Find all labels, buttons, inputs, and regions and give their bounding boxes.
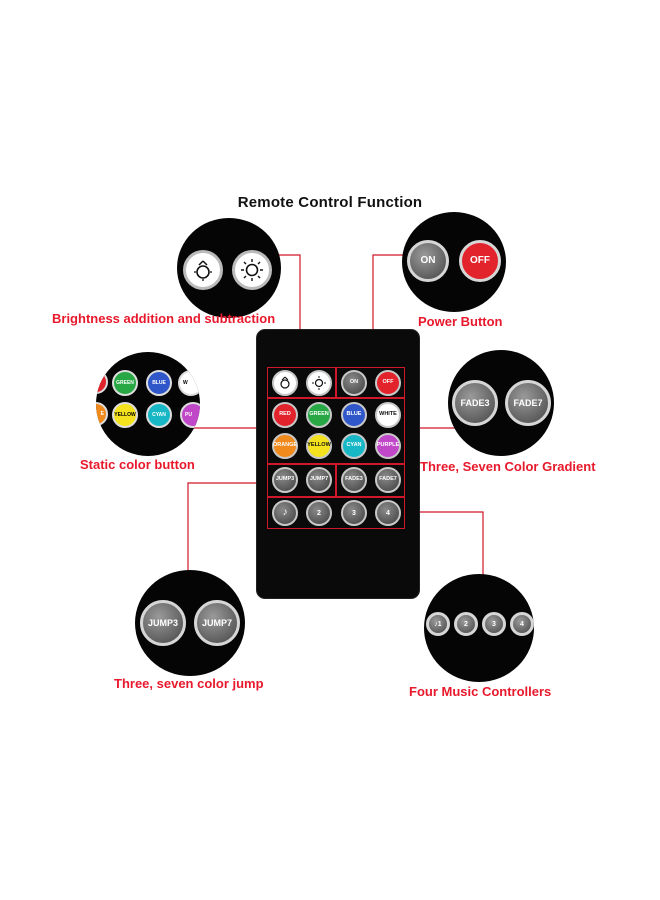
white-button[interactable]: WHITE	[375, 402, 401, 428]
music-2-zoom: 2	[454, 612, 478, 636]
grid-divider	[267, 397, 405, 399]
music-4-button[interactable]: 4	[375, 500, 401, 526]
brightness-down-button[interactable]	[272, 370, 298, 396]
orange-button[interactable]: ORANGE	[272, 433, 298, 459]
power-zoom-bubble: ON OFF	[402, 212, 506, 312]
yellow-zoom: YELLOW	[112, 402, 138, 428]
music-4-zoom: 4	[510, 612, 534, 636]
grid-divider	[335, 367, 337, 397]
gradient-zoom-bubble: FADE3 FADE7	[448, 350, 554, 456]
brightness-up-icon	[241, 259, 263, 281]
jump3-zoom: JUMP3	[140, 600, 186, 646]
brightness-up-icon	[312, 376, 326, 390]
off-zoom: OFF	[459, 240, 501, 282]
on-button[interactable]: ON	[341, 370, 367, 396]
yellow-button[interactable]: YELLOW	[306, 433, 332, 459]
fade7-button[interactable]: FADE7	[375, 467, 401, 493]
blue-button[interactable]: BLUE	[341, 402, 367, 428]
static-caption: Static color button	[80, 457, 195, 472]
jump-caption: Three, seven color jump	[114, 676, 264, 691]
music-1-zoom: ♪1	[426, 612, 450, 636]
music-zoom-bubble: ♪1 2 3 4	[424, 574, 534, 682]
green-zoom: GREEN	[112, 370, 138, 396]
jump7-zoom: JUMP7	[194, 600, 240, 646]
music-3-zoom: 3	[482, 612, 506, 636]
fade3-button[interactable]: FADE3	[341, 467, 367, 493]
gradient-caption: Three, Seven Color Gradient	[420, 459, 596, 474]
static-zoom-bubble: D GREEN BLUE W E YELLOW CYAN PU	[96, 352, 200, 456]
brightness-up-zoom	[232, 250, 272, 290]
power-caption: Power Button	[418, 314, 503, 329]
fade7-zoom: FADE7	[505, 380, 551, 426]
orange-zoom-partial: E	[96, 402, 108, 426]
off-button[interactable]: OFF	[375, 370, 401, 396]
grid-divider	[267, 496, 405, 498]
fade3-zoom: FADE3	[452, 380, 498, 426]
static-zoom-partial: D	[96, 370, 108, 394]
cyan-zoom: CYAN	[146, 402, 172, 428]
jump7-button[interactable]: JUMP7	[306, 467, 332, 493]
music-caption: Four Music Controllers	[409, 684, 552, 699]
jump3-button[interactable]: JUMP3	[272, 467, 298, 493]
jump-connector	[187, 482, 286, 575]
brightness-down-zoom	[183, 250, 223, 290]
brightness-down-icon	[280, 376, 290, 389]
music-1-button[interactable]: ♪	[272, 500, 298, 526]
on-zoom: ON	[407, 240, 449, 282]
music-connector	[405, 511, 484, 598]
blue-zoom: BLUE	[146, 370, 172, 396]
music-3-button[interactable]: 3	[341, 500, 367, 526]
brightness-up-button[interactable]	[306, 370, 332, 396]
jump-zoom-bubble: JUMP3 JUMP7	[135, 570, 245, 676]
music-2-button[interactable]: 2	[306, 500, 332, 526]
brightness-caption: Brightness addition and subtraction	[52, 311, 276, 326]
purple-button[interactable]: PURPLE	[375, 433, 401, 459]
red-button[interactable]: RED	[272, 402, 298, 428]
brightness-down-icon	[194, 260, 212, 281]
purple-zoom-partial: PU	[180, 402, 200, 428]
grid-divider	[335, 463, 337, 496]
page-title: Remote Control Function	[237, 194, 423, 211]
cyan-button[interactable]: CYAN	[341, 433, 367, 459]
white-zoom-partial: W	[178, 370, 200, 396]
brightness-zoom-bubble	[177, 218, 281, 318]
green-button[interactable]: GREEN	[306, 402, 332, 428]
